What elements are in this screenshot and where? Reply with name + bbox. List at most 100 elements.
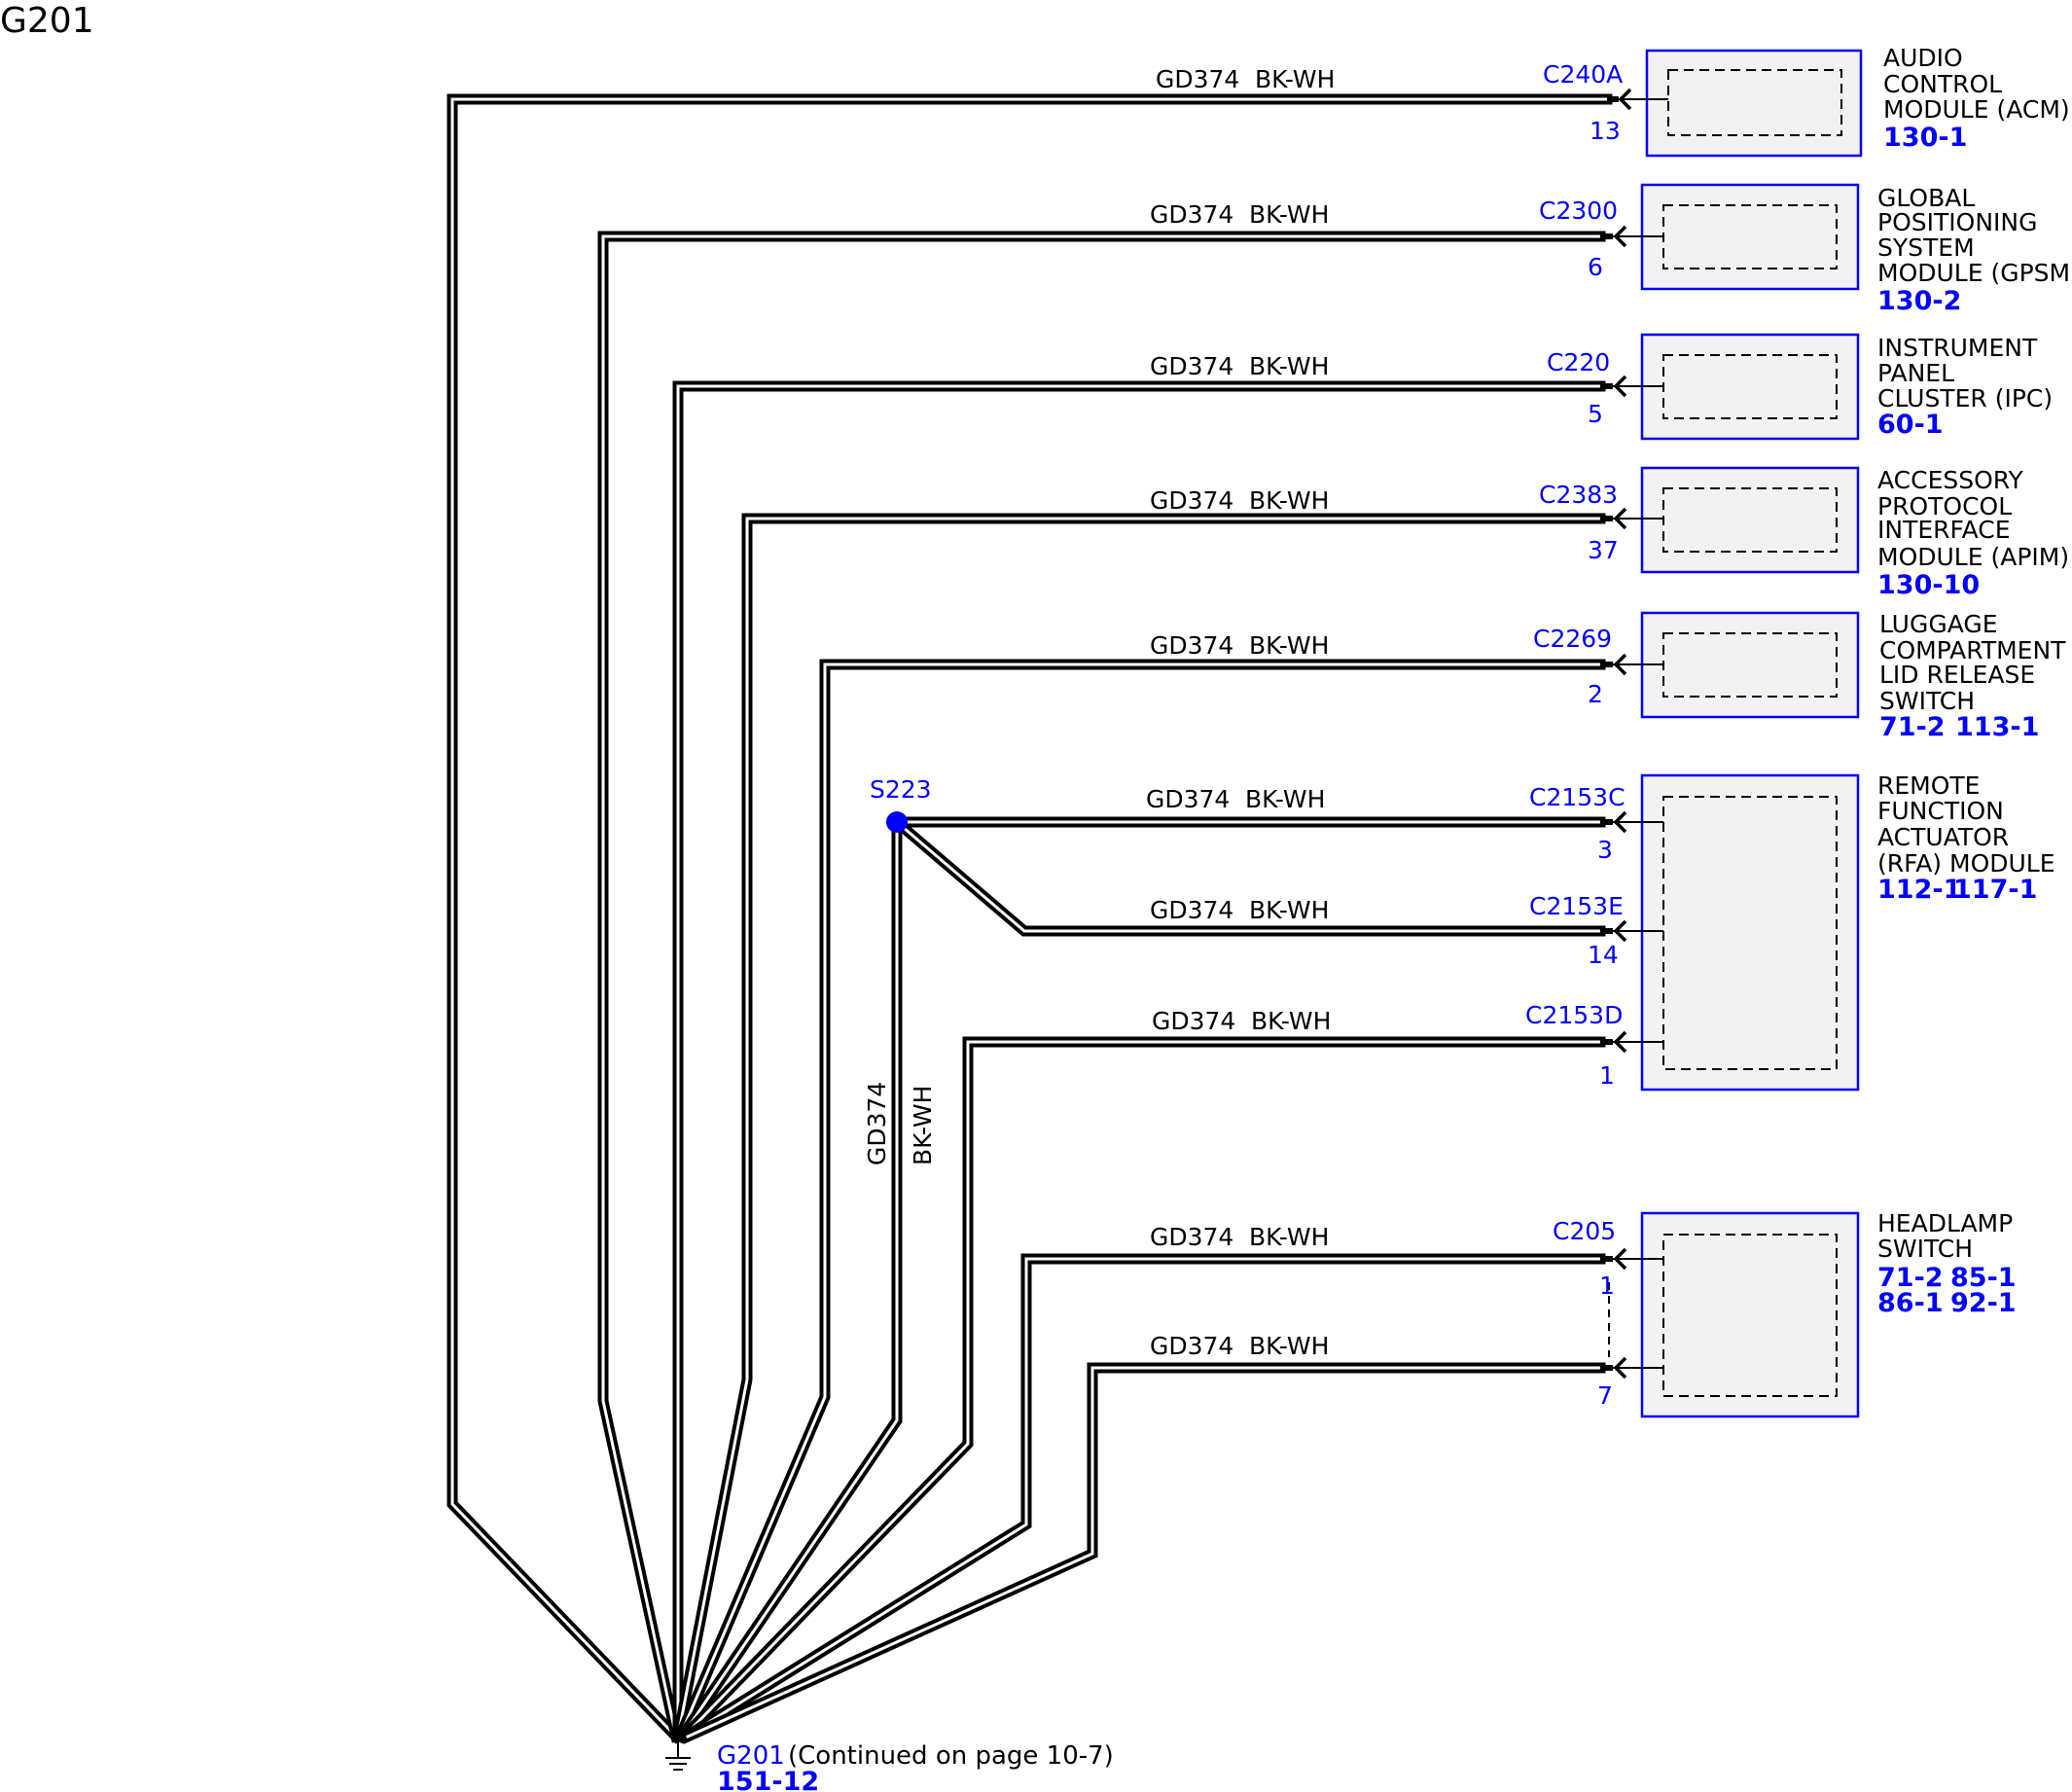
acm-inner bbox=[1667, 69, 1842, 136]
ref-link[interactable]: 112-1 bbox=[1877, 875, 1961, 905]
pin-rfa-c2153e[interactable] bbox=[1600, 919, 1663, 943]
wire-apim[interactable] bbox=[671, 513, 1606, 1743]
ground-ref-link[interactable]: 151-12 bbox=[717, 1767, 819, 1792]
pin-number: 2 bbox=[1588, 680, 1603, 708]
wire-label-apim-color: BK-WH bbox=[1249, 486, 1329, 515]
connector-label: C2383 bbox=[1539, 481, 1618, 509]
svg-text:(RFA) MODULE: (RFA) MODULE bbox=[1877, 849, 2055, 878]
wire-label-hl7-circuit: GD374 bbox=[1150, 1332, 1233, 1360]
wire-rfa-c2153d[interactable] bbox=[676, 1036, 1606, 1744]
svg-text:AUDIO: AUDIO bbox=[1883, 44, 1963, 72]
ref-link[interactable]: 113-1 bbox=[1955, 712, 2039, 742]
wire-headlamp-pin1[interactable] bbox=[678, 1253, 1606, 1744]
ground-symbol[interactable] bbox=[665, 1737, 691, 1771]
svg-text:SWITCH: SWITCH bbox=[1877, 1235, 1973, 1263]
wire-luggage[interactable] bbox=[672, 659, 1606, 1744]
component-names: AUDIO CONTROL MODULE (ACM) 130-1 GLOBAL … bbox=[1877, 44, 2072, 1318]
acm-box[interactable] bbox=[1645, 49, 1863, 158]
wire-label-rfa1-circuit: GD374 bbox=[1146, 785, 1230, 813]
page-title: G201 bbox=[0, 1, 94, 41]
wire-label-vertical-circuit: GD374 bbox=[863, 1082, 891, 1165]
pin-rfa-c2153d[interactable] bbox=[1600, 1030, 1663, 1054]
wire-ipc[interactable] bbox=[672, 380, 1606, 1742]
pin-headlamp-7[interactable] bbox=[1600, 1356, 1663, 1380]
pin-number: 1 bbox=[1599, 1272, 1615, 1300]
connector-pins bbox=[1600, 88, 1668, 1380]
pin-apim[interactable] bbox=[1600, 507, 1663, 530]
ref-link[interactable]: 130-10 bbox=[1877, 570, 1980, 600]
splice-dot[interactable] bbox=[886, 811, 908, 833]
pin-number: 13 bbox=[1590, 117, 1621, 145]
svg-text:LUGGAGE: LUGGAGE bbox=[1879, 610, 1998, 638]
ref-link[interactable]: 86-1 bbox=[1877, 1288, 1944, 1318]
svg-text:SYSTEM: SYSTEM bbox=[1877, 233, 1975, 262]
ref-link[interactable]: 71-2 bbox=[1877, 1263, 1944, 1293]
rfa-name: REMOTE FUNCTION ACTUATOR (RFA) MODULE 11… bbox=[1877, 771, 2055, 905]
svg-text:LID RELEASE: LID RELEASE bbox=[1879, 661, 2035, 689]
wire-acm[interactable] bbox=[447, 93, 1613, 1744]
headlamp-inner bbox=[1662, 1234, 1838, 1397]
gpsm-box[interactable] bbox=[1640, 183, 1860, 291]
pin-rfa-c2153c[interactable] bbox=[1600, 810, 1663, 834]
apim-name: ACCESSORY PROTOCOL INTERFACE MODULE (API… bbox=[1877, 466, 2069, 600]
pin-number: 3 bbox=[1597, 836, 1613, 864]
pin-number: 37 bbox=[1588, 536, 1619, 564]
pin-headlamp-1[interactable] bbox=[1600, 1247, 1663, 1271]
ref-link[interactable]: 60-1 bbox=[1877, 410, 1944, 440]
wire-label-gpsm-circuit: GD374 bbox=[1150, 200, 1233, 229]
svg-text:POSITIONING: POSITIONING bbox=[1877, 208, 2037, 236]
headlamp-box[interactable] bbox=[1640, 1211, 1860, 1418]
wire-labels: GD374 BK-WH GD374 BK-WH GD374 BK-WH GD37… bbox=[863, 65, 1335, 1360]
svg-text:CLUSTER (IPC): CLUSTER (IPC) bbox=[1877, 384, 2053, 412]
wire-label-rfa2-circuit: GD374 bbox=[1150, 896, 1233, 924]
pin-number: 14 bbox=[1588, 941, 1619, 969]
svg-text:HEADLAMP: HEADLAMP bbox=[1877, 1209, 2013, 1237]
svg-text:GLOBAL: GLOBAL bbox=[1877, 184, 1975, 212]
ref-link[interactable]: 130-2 bbox=[1877, 286, 1961, 316]
pin-acm[interactable] bbox=[1607, 88, 1668, 111]
ref-link[interactable]: 117-1 bbox=[1953, 875, 2037, 905]
pin-luggage[interactable] bbox=[1600, 653, 1663, 676]
wire-label-ipc-color: BK-WH bbox=[1249, 352, 1329, 380]
wire-label-rfa1-color: BK-WH bbox=[1245, 785, 1325, 813]
connector-label: C2153D bbox=[1525, 1001, 1623, 1029]
connector-label: C240A bbox=[1543, 60, 1623, 89]
wire-rfa-splice[interactable] bbox=[674, 814, 1606, 1744]
ref-link[interactable]: 85-1 bbox=[1950, 1263, 2017, 1293]
wire-label-vertical-color: BK-WH bbox=[909, 1086, 937, 1165]
wire-label-luggage-circuit: GD374 bbox=[1150, 631, 1233, 660]
splice-label: S223 bbox=[870, 775, 932, 804]
pin-number: 1 bbox=[1599, 1061, 1615, 1090]
gpsm-name: GLOBAL POSITIONING SYSTEM MODULE (GPSM) … bbox=[1877, 184, 2072, 316]
component-boxes bbox=[1640, 49, 1863, 1418]
luggage-name: LUGGAGE COMPARTMENT LID RELEASE SWITCH 7… bbox=[1879, 610, 2066, 742]
connector-labels: C240A 13 C2300 6 C220 5 C2383 37 C2269 2… bbox=[1525, 60, 1625, 1410]
svg-text:ACCESSORY: ACCESSORY bbox=[1877, 466, 2024, 494]
rfa-box[interactable] bbox=[1640, 773, 1860, 1092]
svg-text:PANEL: PANEL bbox=[1877, 359, 1954, 387]
svg-text:COMPARTMENT: COMPARTMENT bbox=[1879, 636, 2066, 664]
ground-label[interactable]: G201 bbox=[717, 1741, 785, 1771]
wire-label-hl1-circuit: GD374 bbox=[1150, 1223, 1233, 1251]
wire-label-luggage-color: BK-WH bbox=[1249, 631, 1329, 660]
pin-number: 6 bbox=[1588, 253, 1603, 281]
ref-link[interactable]: 130-1 bbox=[1883, 123, 1967, 153]
wire-label-rfa3-color: BK-WH bbox=[1251, 1007, 1331, 1035]
ipc-box[interactable] bbox=[1640, 333, 1860, 441]
apim-box[interactable] bbox=[1640, 466, 1860, 574]
wire-headlamp-pin7[interactable] bbox=[680, 1362, 1606, 1744]
wire-gpsm[interactable] bbox=[597, 231, 1606, 1743]
svg-text:INTERFACE: INTERFACE bbox=[1877, 516, 2011, 544]
pin-gpsm[interactable] bbox=[1600, 225, 1663, 248]
wire-label-gpsm-color: BK-WH bbox=[1249, 200, 1329, 229]
ref-link[interactable]: 92-1 bbox=[1950, 1288, 2017, 1318]
ref-link[interactable]: 71-2 bbox=[1879, 712, 1946, 742]
apim-inner bbox=[1662, 487, 1838, 553]
pin-ipc[interactable] bbox=[1600, 375, 1663, 398]
connector-label: C2153C bbox=[1529, 783, 1625, 811]
svg-text:CONTROL: CONTROL bbox=[1883, 70, 2002, 98]
luggage-box[interactable] bbox=[1640, 611, 1860, 719]
svg-text:FUNCTION: FUNCTION bbox=[1877, 797, 2004, 825]
ipc-name: INSTRUMENT PANEL CLUSTER (IPC) 60-1 bbox=[1877, 334, 2053, 440]
